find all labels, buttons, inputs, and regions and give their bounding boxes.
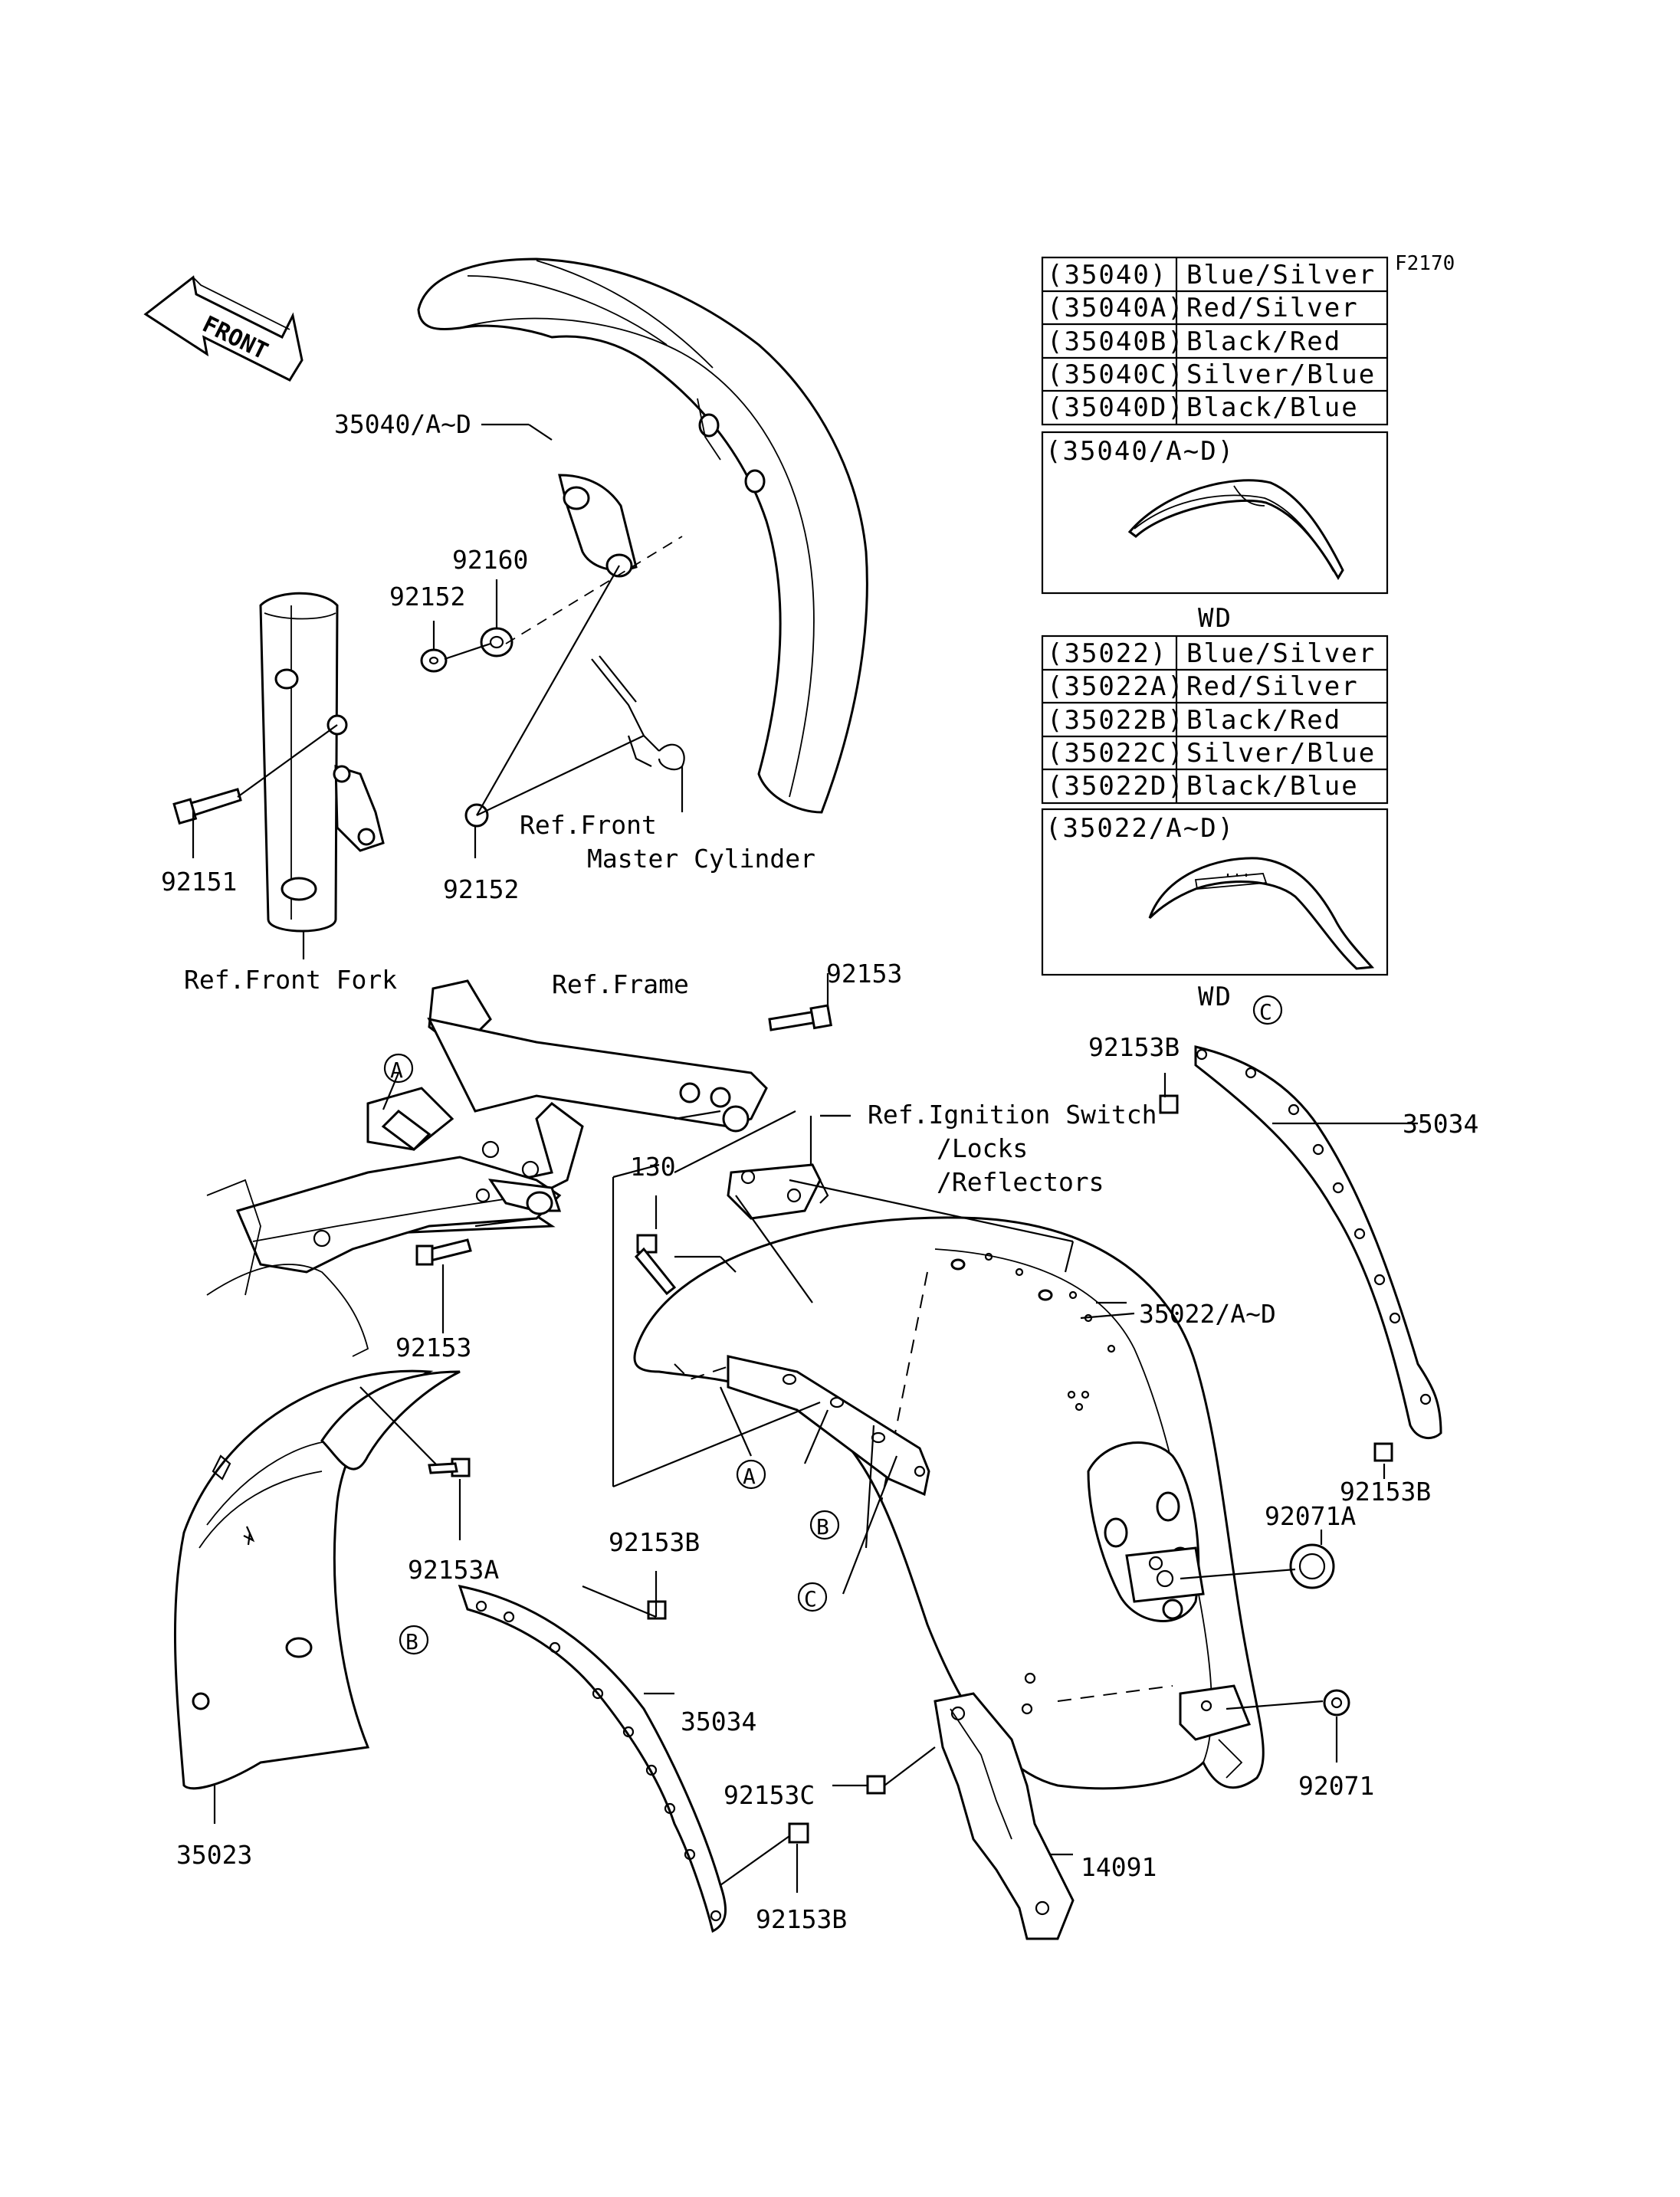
svg-text:A: A	[390, 1058, 403, 1083]
svg-text:A: A	[743, 1464, 756, 1489]
bolt-92153-left	[415, 1238, 472, 1266]
figure-code: F2170	[1395, 252, 1455, 275]
ignition-bracket	[727, 1163, 829, 1220]
grommet-92071	[1323, 1689, 1350, 1717]
rear-fender	[633, 1216, 1265, 1790]
svg-text:C: C	[804, 1586, 817, 1612]
table2-row1-color: Blue/Silver	[1186, 638, 1376, 669]
label-35034-left: 35034	[681, 1707, 756, 1736]
circle-ref-a-fender: A	[736, 1459, 766, 1490]
label-92153-left: 92153	[395, 1333, 471, 1362]
color-table-35040: (35040) Blue/Silver (35040A) Red/Silver …	[1041, 256, 1389, 426]
table1-row5-color: Black/Blue	[1186, 392, 1359, 423]
table1-row5-part: (35040D)	[1047, 392, 1185, 423]
svg-text:B: B	[816, 1514, 829, 1540]
wd-label-2: WD	[1198, 982, 1232, 1012]
circle-ref-b-fender: B	[809, 1510, 840, 1540]
svg-text:C: C	[1259, 999, 1272, 1025]
circle-ref-c-strip: C	[1252, 995, 1283, 1025]
bolt-92153b-right-top	[1159, 1094, 1179, 1114]
bolt-130	[634, 1234, 677, 1296]
label-92152-bottom: 92152	[443, 874, 519, 904]
bolt-92153a	[428, 1458, 471, 1477]
bolt-92151	[172, 788, 242, 825]
label-35022: 35022/A~D	[1139, 1299, 1276, 1329]
washer-92152-top	[420, 648, 448, 673]
inset2-label: (35022/A~D)	[1045, 813, 1235, 844]
strip-35034-left	[458, 1585, 727, 1933]
label-92152-top: 92152	[389, 582, 465, 612]
table1-row1-part: (35040)	[1047, 260, 1167, 290]
table2-row3-color: Black/Red	[1186, 705, 1341, 736]
label-92153b-bottom: 92153B	[756, 1904, 847, 1934]
table2-row5-color: Black/Blue	[1186, 771, 1359, 802]
table2-row2-part: (35022A)	[1047, 671, 1185, 702]
circle-ref-c-fender: C	[797, 1582, 828, 1612]
table1-row3-part: (35040B)	[1047, 326, 1185, 357]
label-92071: 92071	[1298, 1771, 1374, 1801]
leader-lines	[192, 423, 1418, 1893]
nut-92153c	[866, 1775, 886, 1795]
front-fender	[417, 257, 868, 814]
label-92153c: 92153C	[724, 1780, 815, 1810]
label-ref-ignition-1: Ref.Ignition Switch	[868, 1100, 1157, 1130]
color-table-35022: (35022) Blue/Silver (35022A) Red/Silver …	[1041, 635, 1389, 805]
table1-row4-part: (35040C)	[1047, 359, 1185, 390]
bolt-92153-top	[768, 1004, 832, 1031]
circle-ref-a-frame: A	[383, 1053, 414, 1084]
table1-row2-color: Red/Silver	[1186, 293, 1359, 323]
table1-row3-color: Black/Red	[1186, 326, 1341, 357]
inset-rear-fender: (35022/A~D)	[1041, 808, 1389, 976]
table2-row5-part: (35022D)	[1047, 771, 1185, 802]
label-92153-top: 92153	[826, 959, 902, 989]
bolt-92153b-right-bottom	[1373, 1442, 1393, 1462]
label-92153b-right-top: 92153B	[1088, 1032, 1180, 1062]
label-35040: 35040/A~D	[334, 409, 471, 439]
wd-label-1: WD	[1198, 603, 1232, 634]
label-ref-ignition-3: /Reflectors	[937, 1167, 1104, 1197]
inset-front-fender: (35040/A~D)	[1041, 431, 1389, 595]
front-fork	[259, 592, 385, 933]
label-35023: 35023	[176, 1840, 252, 1870]
grommet-92071a	[1289, 1543, 1335, 1589]
label-92153b-right-bottom: 92153B	[1340, 1477, 1431, 1507]
label-ref-front-fork: Ref.Front Fork	[184, 965, 397, 995]
side-cover-35023	[173, 1369, 461, 1790]
front-arrow-icon: FRONT	[143, 275, 304, 382]
table2-row4-color: Silver/Blue	[1186, 738, 1376, 769]
table2-row4-part: (35022C)	[1047, 738, 1185, 769]
table1-row1-color: Blue/Silver	[1186, 260, 1376, 290]
table2-row1-part: (35022)	[1047, 638, 1167, 669]
table1-row2-part: (35040A)	[1047, 293, 1185, 323]
label-92071a: 92071A	[1265, 1501, 1356, 1531]
bolt-92153b-bottom	[788, 1822, 809, 1844]
inset1-label: (35040/A~D)	[1045, 436, 1235, 467]
bracket-14091	[934, 1692, 1075, 1940]
circle-ref-b-strip: B	[399, 1625, 429, 1655]
label-35034-right: 35034	[1403, 1109, 1478, 1139]
svg-text:B: B	[405, 1629, 418, 1654]
label-92151: 92151	[161, 867, 237, 897]
label-ref-ignition-2: /Locks	[937, 1133, 1028, 1163]
label-92153a: 92153A	[408, 1555, 499, 1585]
table1-row4-color: Silver/Blue	[1186, 359, 1376, 390]
table2-row3-part: (35022B)	[1047, 705, 1185, 736]
label-14091: 14091	[1081, 1852, 1157, 1882]
label-130: 130	[630, 1152, 676, 1182]
label-92153b-mid: 92153B	[609, 1527, 700, 1557]
label-ref-front-master-1: Ref.Front	[520, 810, 657, 840]
table2-row2-color: Red/Silver	[1186, 671, 1359, 702]
strip-35034-right	[1194, 1045, 1442, 1440]
label-92160: 92160	[452, 545, 528, 575]
frame	[206, 979, 768, 1357]
label-ref-frame: Ref.Frame	[552, 969, 689, 999]
label-ref-front-master-2: Master Cylinder	[587, 844, 815, 874]
